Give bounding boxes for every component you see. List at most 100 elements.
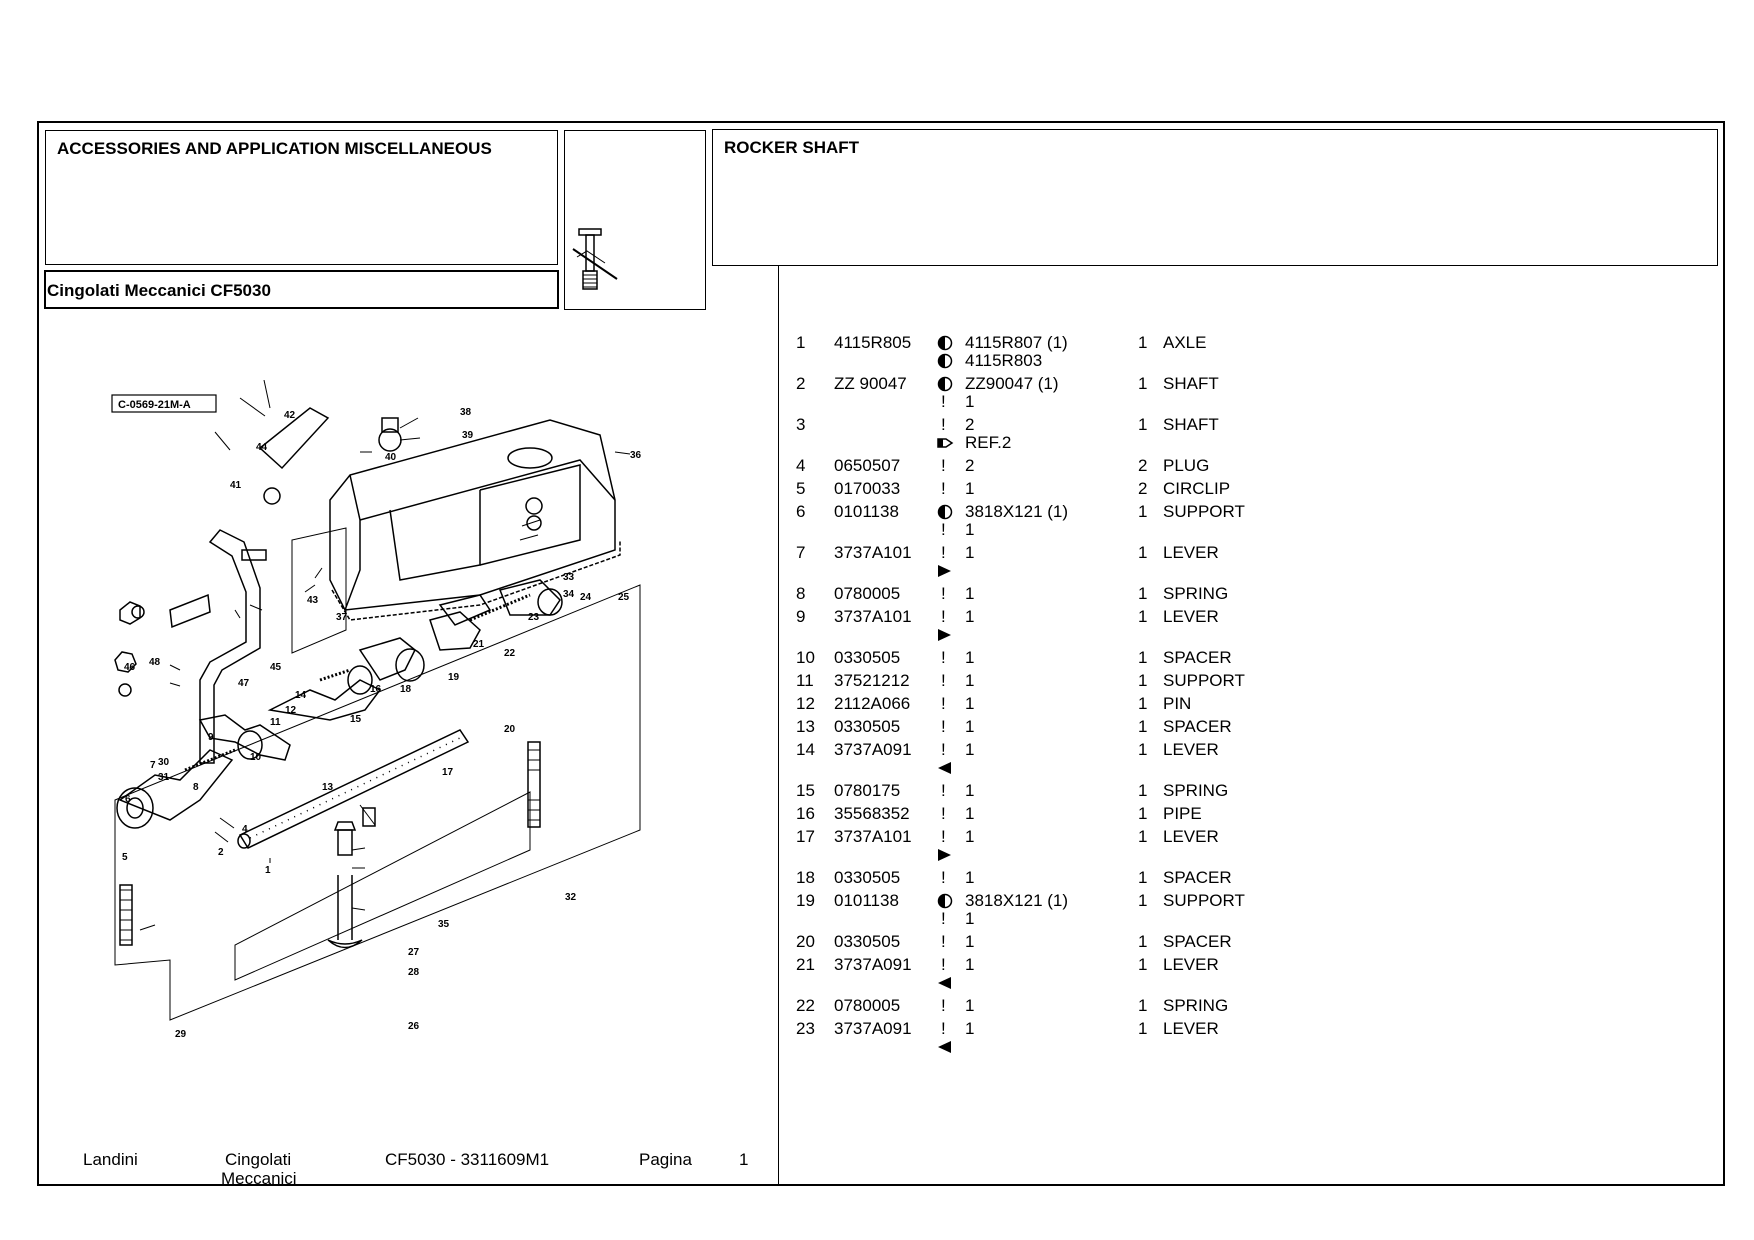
callout-32: 32 [565, 892, 577, 903]
callout-35: 35 [438, 919, 450, 930]
part-code: 0330505 [834, 717, 901, 736]
drawing-code-label: C-0569-21M-A [118, 399, 191, 411]
part-code: 0650507 [834, 456, 901, 475]
part-number-index: 20 [796, 932, 815, 951]
part-description: SPRING [1163, 584, 1229, 603]
callout-30: 30 [158, 757, 170, 768]
part-number-index: 19 [796, 891, 815, 910]
part-code: 3737A101 [834, 827, 912, 846]
parts-row-continuation [790, 845, 1690, 865]
footer-catalog: CF5030 - 3311609M1 [385, 1150, 550, 1169]
callout-28: 28 [408, 967, 420, 978]
callout-25: 25 [618, 592, 630, 603]
part-number-index: 21 [796, 955, 815, 974]
exclamation-symbol: ! [941, 717, 946, 736]
part-description: SUPPORT [1163, 502, 1245, 521]
callout-36: 36 [630, 450, 642, 461]
part-code: 0101138 [834, 502, 899, 521]
part-code: 3737A091 [834, 1019, 912, 1038]
reference-code: 1 [965, 543, 975, 562]
callout-27: 27 [408, 947, 420, 958]
exclamation-symbol: ! [941, 909, 946, 928]
callout-7: 7 [150, 760, 156, 771]
callout-9: 9 [208, 732, 214, 743]
exclamation-symbol: ! [941, 584, 946, 603]
part-number-index: 23 [796, 1019, 815, 1038]
exclamation-symbol: ! [941, 648, 946, 667]
callout-38: 38 [460, 407, 472, 418]
quantity: 1 [1138, 932, 1148, 951]
callout-4: 4 [242, 824, 248, 835]
callout-31: 31 [158, 772, 170, 783]
callout-48: 48 [149, 657, 161, 668]
exclamation-symbol: ! [941, 868, 946, 887]
callout-18: 18 [400, 684, 412, 695]
callout-43: 43 [307, 595, 319, 606]
callout-1: 1 [265, 865, 271, 876]
part-number-index: 4 [796, 456, 806, 475]
exclamation-symbol: ! [941, 694, 946, 713]
callout-37: 37 [336, 612, 348, 623]
parts-row-continuation: !1 [790, 520, 1690, 540]
quantity: 1 [1138, 694, 1148, 713]
part-description: SPACER [1163, 932, 1232, 951]
half-circle-icon [936, 333, 958, 354]
callout-11: 11 [270, 717, 281, 728]
part-number-index: 18 [796, 868, 815, 887]
exclamation-symbol: ! [941, 520, 946, 539]
exclamation-symbol: ! [941, 955, 946, 974]
parts-row-continuation: !1 [790, 392, 1690, 412]
reference-code: 1 [965, 671, 975, 690]
callout-47: 47 [238, 678, 250, 689]
rocker-shaft-icon [572, 228, 618, 290]
exclamation-symbol: ! [941, 781, 946, 800]
callout-21: 21 [473, 639, 485, 650]
part-code: 0330505 [834, 868, 901, 887]
group-title: ACCESSORIES AND APPLICATION MISCELLANEOU… [57, 139, 492, 158]
exploded-parts-drawing: C-0569-21M-A 1 2 4 5 6 7 8 9 10 11 12 13… [111, 380, 642, 1040]
part-number-index: 2 [796, 374, 806, 393]
parts-row-continuation [790, 973, 1690, 993]
part-number-index: 11 [796, 671, 814, 690]
arrow-right-icon [936, 845, 958, 866]
callout-19: 19 [448, 672, 460, 683]
exclamation-symbol: ! [941, 740, 946, 759]
part-number-index: 14 [796, 740, 815, 759]
part-number-index: 12 [796, 694, 815, 713]
part-number-index: 15 [796, 781, 815, 800]
section-title: ROCKER SHAFT [724, 138, 860, 157]
parts-row-continuation: REF.2 [790, 433, 1690, 453]
exclamation-symbol: ! [941, 804, 946, 823]
part-number-index: 7 [796, 543, 806, 562]
quantity: 1 [1138, 543, 1148, 562]
reference-code: 3818X121 (1) [965, 891, 1069, 910]
section-title-box: ROCKER SHAFT [712, 129, 1718, 266]
model-title: Cingolati Meccanici CF5030 [47, 281, 271, 300]
exclamation-symbol: ! [941, 543, 946, 562]
part-number-index: 3 [796, 415, 806, 434]
callout-39: 39 [462, 430, 474, 441]
callout-42: 42 [284, 410, 296, 421]
exclamation-symbol: ! [941, 479, 946, 498]
model-title-box: Cingolati Meccanici CF5030 [44, 270, 559, 309]
arrow-right-icon [936, 561, 958, 582]
part-number-index: 16 [796, 804, 815, 823]
arrow-left-icon [936, 973, 958, 994]
part-description: PIPE [1163, 804, 1202, 823]
reference-code: 4115R807 (1) [965, 333, 1068, 352]
part-number-index: 1 [796, 333, 806, 352]
reference-code: 1 [965, 648, 975, 667]
callout-34: 34 [563, 589, 575, 600]
quantity: 1 [1138, 868, 1148, 887]
